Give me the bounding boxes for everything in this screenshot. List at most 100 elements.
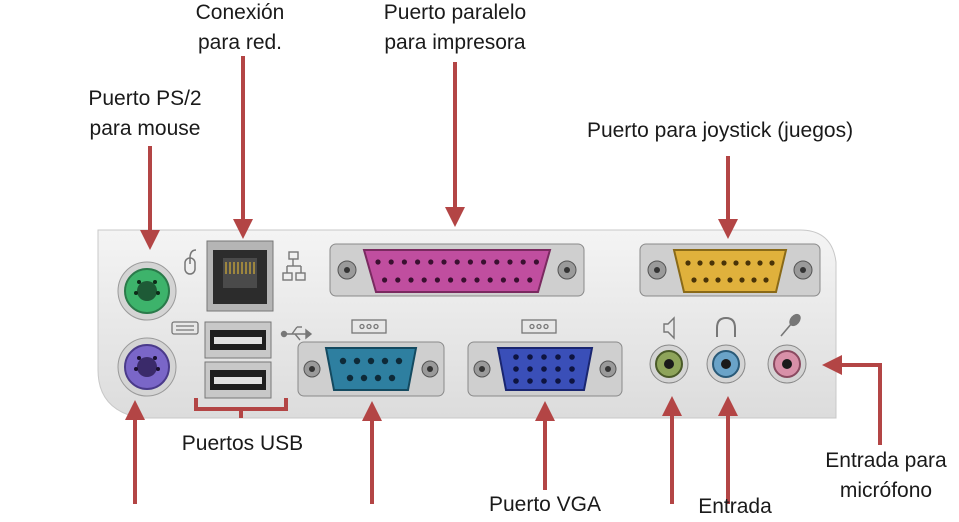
speaker-icon <box>663 316 675 340</box>
connector-pin <box>757 260 763 266</box>
label-network-line-1: Conexión <box>195 1 285 24</box>
parallel-port <box>329 243 585 297</box>
vga-icon <box>521 319 557 334</box>
serial-port <box>297 341 445 397</box>
connector-pin <box>513 378 519 384</box>
arrow-mic <box>822 355 882 445</box>
usb-bracket <box>194 398 288 418</box>
connector-pin <box>375 259 381 265</box>
headphone-icon <box>716 316 736 337</box>
connector-pin <box>527 378 533 384</box>
line-in-jack <box>706 344 746 384</box>
connector-pin <box>727 277 733 283</box>
connector-pin <box>527 366 533 372</box>
network-icon <box>282 251 306 281</box>
connector-pin <box>415 259 421 265</box>
connector-pin <box>461 277 467 283</box>
connector-pin <box>685 260 691 266</box>
connector-pin <box>721 260 727 266</box>
label-parallel-line-2: para impresora <box>384 31 526 54</box>
connector-pin <box>487 277 493 283</box>
connector-pin <box>381 357 389 365</box>
connector-pin <box>733 260 739 266</box>
connector-pin <box>541 354 547 360</box>
label-joystick: Puerto para joystick (juegos) <box>560 116 880 146</box>
connector-pin <box>533 259 540 265</box>
connector-pin <box>541 378 547 384</box>
connector-pin <box>751 277 757 283</box>
label-audio-partial-line-1: Entrada <box>698 495 772 518</box>
label-audio-partial: Entrada <box>680 492 790 522</box>
mic-jack <box>767 344 807 384</box>
connector-pin <box>715 277 721 283</box>
connector-pin <box>691 277 697 283</box>
label-parallel-line-1: Puerto paralelo <box>383 1 527 24</box>
connector-pin <box>555 354 561 360</box>
microphone-icon <box>780 313 801 337</box>
label-network-line-2: para red. <box>197 31 283 54</box>
connector-pin <box>388 259 394 265</box>
connector-pin <box>569 366 575 372</box>
keyboard-icon <box>171 321 199 335</box>
connector-pin <box>527 277 533 283</box>
connector-pin <box>507 259 513 265</box>
connector-pin <box>527 354 533 360</box>
connector-pin <box>448 277 454 283</box>
connector-pin <box>769 260 775 266</box>
connector-pin <box>388 374 396 382</box>
connector-pin <box>569 378 575 384</box>
connector-pin <box>513 354 519 360</box>
connector-pin <box>374 374 382 382</box>
connector-pin <box>408 277 414 283</box>
mouse-icon <box>184 249 197 275</box>
connector-pin <box>401 259 407 265</box>
connector-pin <box>494 259 500 265</box>
connector-pin <box>339 357 347 365</box>
serial-icon <box>351 319 387 334</box>
ps2-mouse-port <box>117 261 177 321</box>
joystick-port <box>639 243 821 297</box>
connector-pin <box>360 374 368 382</box>
connector-pin <box>481 259 487 265</box>
connector-pin <box>421 277 427 283</box>
connector-pin <box>428 259 434 265</box>
label-vga: Puerto VGA <box>470 490 620 520</box>
connector-pin <box>541 366 547 372</box>
label-ps2-mouse-line-2: para mouse <box>89 117 201 140</box>
ps2-keyboard-port <box>117 337 177 397</box>
line-out-jack <box>649 344 689 384</box>
connector-pin <box>353 357 361 365</box>
label-microphone-line-1: Entrada para <box>825 449 947 472</box>
label-ps2-mouse-line-1: Puerto PS/2 <box>88 87 202 110</box>
connector-pin <box>467 259 473 265</box>
connector-pin <box>697 260 703 266</box>
usb-port-2 <box>204 361 272 399</box>
label-ps2-mouse: Puerto PS/2 para mouse <box>75 84 215 144</box>
connector-pin <box>555 378 561 384</box>
label-microphone: Entrada para micrófono <box>815 446 957 506</box>
label-usb: Puertos USB <box>170 429 315 459</box>
connector-pin <box>474 277 480 283</box>
connector-pin <box>745 260 751 266</box>
rear-panel-diagram <box>97 56 882 504</box>
connector-pin <box>513 366 519 372</box>
connector-pin <box>454 259 460 265</box>
label-usb-line-1: Puertos USB <box>181 432 304 455</box>
label-microphone-line-2: micrófono <box>839 479 933 502</box>
connector-pin <box>703 277 709 283</box>
connector-pin <box>514 277 520 283</box>
network-port <box>206 240 274 312</box>
usb-port-1 <box>204 321 272 359</box>
label-network: Conexión para red. <box>170 0 310 58</box>
label-parallel: Puerto paralelo para impresora <box>365 0 545 58</box>
connector-pin <box>441 259 447 265</box>
label-vga-line-1: Puerto VGA <box>488 493 602 516</box>
connector-pin <box>555 366 561 372</box>
label-joystick-line-1: Puerto para joystick (juegos) <box>586 119 854 142</box>
connector-pin <box>739 277 745 283</box>
connector-pin <box>434 277 440 283</box>
connector-pin <box>709 260 715 266</box>
connector-pin <box>367 357 375 365</box>
usb-icon <box>280 326 313 341</box>
connector-pin <box>500 277 506 283</box>
